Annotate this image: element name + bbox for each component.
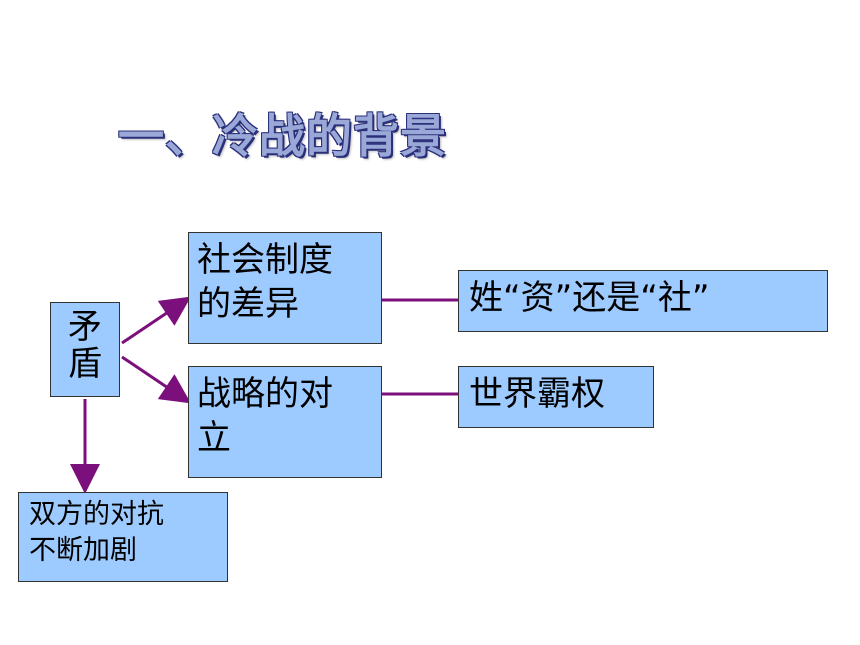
contradiction-label-2: 盾 bbox=[68, 344, 102, 385]
strategic-opposition-label-2: 立 bbox=[197, 417, 231, 458]
arrow-to-strategic-opposition bbox=[121, 355, 191, 404]
strategic-opposition-box: 战略的对 立 bbox=[188, 366, 382, 478]
arrow-to-social-system bbox=[121, 296, 191, 345]
social-system-box: 社会制度 的差异 bbox=[188, 232, 382, 344]
world-hegemony-label: 世界霸权 bbox=[469, 374, 605, 414]
page-title: 一、冷战的背景 bbox=[118, 109, 447, 163]
strategic-opposition-label-1: 战略的对 bbox=[197, 374, 333, 414]
confrontation-label-2: 不断加剧 bbox=[29, 535, 137, 567]
world-hegemony-box: 世界霸权 bbox=[458, 366, 654, 428]
capitalism-or-socialism-label: 姓“资”还是“社” bbox=[469, 278, 710, 318]
confrontation-label-1: 双方的对抗 bbox=[29, 499, 164, 530]
contradiction-box: 矛 盾 bbox=[50, 302, 120, 397]
confrontation-intensifies-box: 双方的对抗 不断加剧 bbox=[18, 492, 228, 582]
contradiction-label-1: 矛 bbox=[68, 307, 102, 347]
social-system-label-1: 社会制度 bbox=[197, 240, 333, 280]
social-system-label-2: 的差异 bbox=[197, 283, 299, 324]
capitalism-or-socialism-box: 姓“资”还是“社” bbox=[458, 270, 828, 332]
